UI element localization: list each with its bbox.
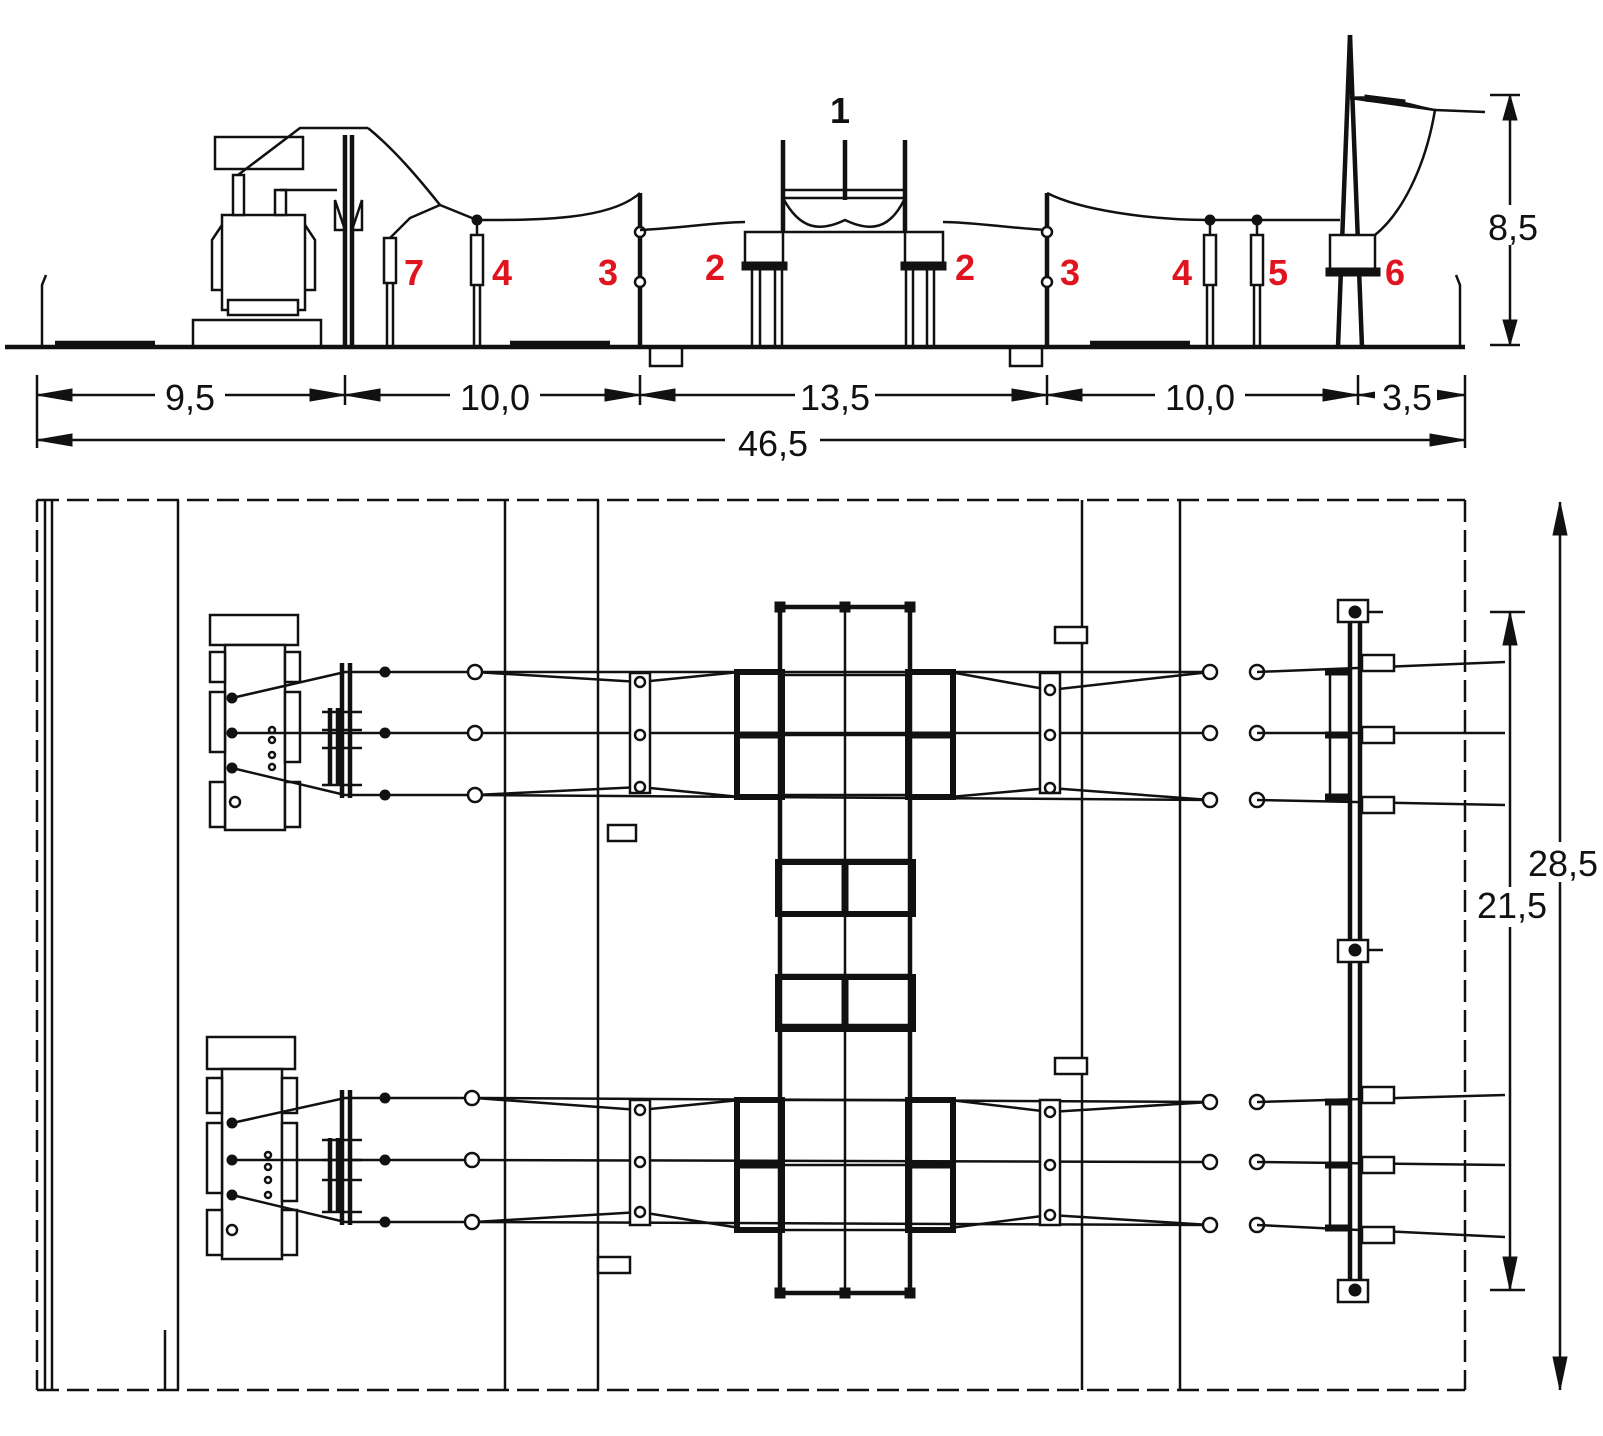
central-bus-grid — [774, 601, 916, 1299]
label-2-left: 2 — [705, 247, 725, 288]
label-3-right: 3 — [1060, 252, 1080, 293]
plan-inner-dim: 21,5 — [1477, 885, 1547, 926]
feeder-upper — [208, 613, 1506, 832]
span-dim-4: 10,0 — [1165, 377, 1235, 418]
span-dim-5: 3,5 — [1382, 377, 1432, 418]
conductor — [942, 220, 1048, 232]
apparatus-7 — [382, 203, 441, 347]
apparatus-2-right — [900, 230, 947, 347]
height-dimension: 8,5 — [1480, 93, 1545, 347]
feeder-lower — [205, 1035, 1506, 1261]
apparatus-6-tower — [1325, 34, 1486, 348]
apparatus-1-gantry — [780, 140, 908, 234]
terminal-tower-plan — [1336, 598, 1383, 1304]
label-4-right: 4 — [1172, 252, 1192, 293]
conductor — [439, 192, 641, 222]
apparatus-2-left — [741, 230, 788, 347]
apparatus-3-right — [1008, 193, 1054, 368]
plan-view: 28,5 21,5 — [35, 498, 1601, 1392]
apparatus-3-left — [633, 193, 684, 368]
post-structure-left — [333, 127, 441, 347]
apparatus-4-right — [1202, 214, 1218, 347]
span-dim-2: 10,0 — [460, 377, 530, 418]
conductor — [1046, 191, 1340, 222]
span-dimensions: 9,5 10,0 13,5 10,0 3,5 46,5 — [35, 375, 1467, 464]
boundary-left — [40, 274, 48, 347]
transformer-elevation — [191, 126, 368, 348]
label-1: 1 — [830, 90, 850, 131]
label-7: 7 — [404, 252, 424, 293]
label-6: 6 — [1385, 252, 1405, 293]
apparatus-5 — [1249, 214, 1265, 347]
plan-outer-dim: 28,5 — [1528, 843, 1598, 884]
total-dim: 46,5 — [738, 423, 808, 464]
elevation-view: 1 7 4 3 2 2 3 4 5 6 8,5 — [5, 34, 1545, 464]
label-3-left: 3 — [598, 252, 618, 293]
span-dim-3: 13,5 — [800, 377, 870, 418]
boundary-right — [1454, 274, 1462, 347]
label-4-left: 4 — [492, 252, 512, 293]
height-dim-label: 8,5 — [1488, 207, 1538, 248]
plan-dimensions: 28,5 21,5 — [1473, 501, 1601, 1391]
label-5: 5 — [1268, 252, 1288, 293]
conductor — [639, 220, 746, 232]
span-dim-1: 9,5 — [165, 377, 215, 418]
apparatus-4-left — [469, 214, 485, 347]
label-2-right: 2 — [955, 247, 975, 288]
